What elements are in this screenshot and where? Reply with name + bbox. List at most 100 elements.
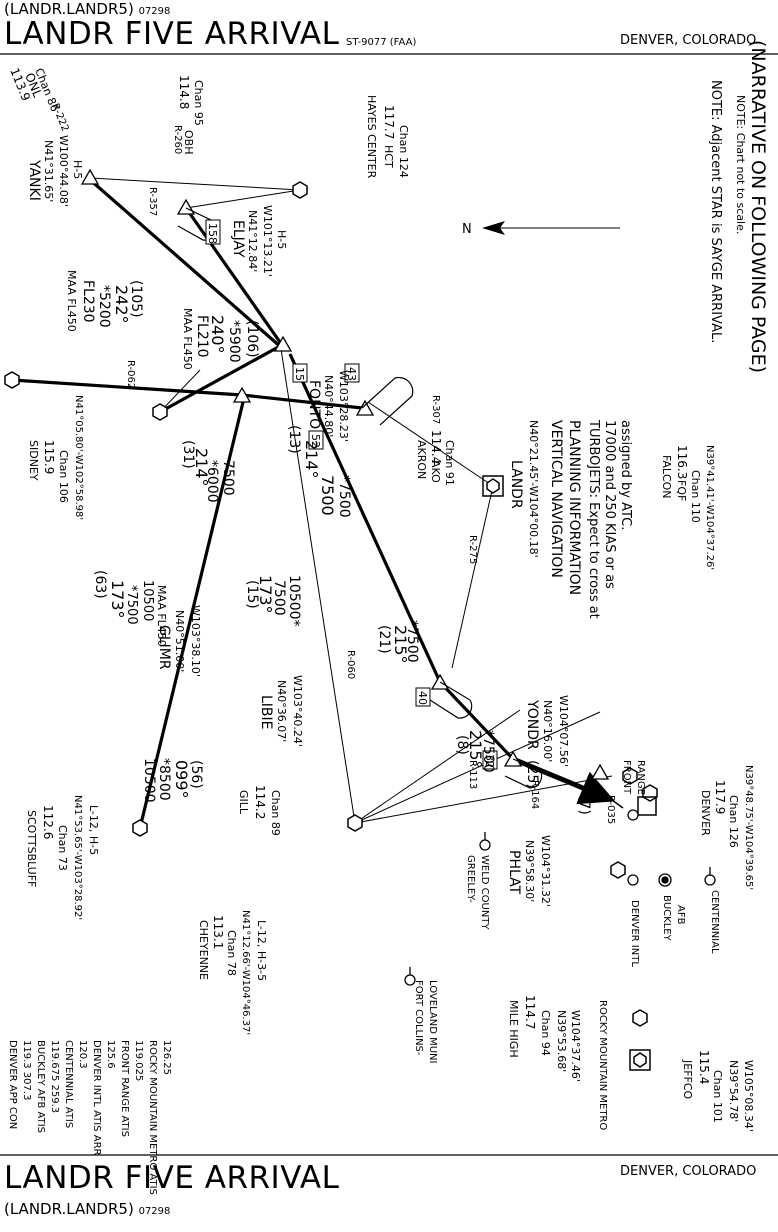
north-arrow-icon: N [462,221,620,237]
phlat-c1: N39°58.30' [523,840,536,902]
footer-code-number: 07298 [138,1206,171,1217]
radial-164: R-164 [529,780,540,809]
airport-symbols [404,809,716,986]
chart-title: LANDR FIVE ARRIVAL [4,16,340,52]
akron-chan: Chan 91 [443,440,456,486]
comm-line-7: 125.6 [105,1040,116,1069]
landr-seg-alt: *7500 [404,620,420,663]
milehigh-coord2: W104°37.46' [569,1010,582,1082]
landr-seg-dist: (21) [376,625,392,654]
jeffco-name: JEFFCO [681,1059,694,1100]
bff-seg-alt1: *7500 [124,585,139,625]
fonto-name: FONTO [306,380,322,429]
eljay-c2: W101°13.21' [261,205,274,277]
obh-chan: Chan 95 [192,80,205,126]
fonto-seg-crs: 214° [302,440,321,479]
gill-name: GILL [237,790,250,815]
libie-name: LIBIE [258,695,274,730]
phlat-name: PHLAT [506,850,522,895]
chart-number: ST-9077 (FAA) [346,37,417,48]
vnav-line-2: 17000 and 250 KIAS or as [602,420,617,589]
eljay-alt: *5900 [226,320,242,363]
vortac-boxes [482,475,657,1071]
sidney-chan: Chan 106 [57,450,70,503]
scottsbluff-name: SCOTTSBLUFF [25,810,38,887]
vor-symbols [4,181,658,1027]
comm-line-3: 119.675 259.3 [49,1040,60,1113]
yanki-alt: *5200 [96,285,112,328]
fonto-seg-alt1: 7500 [318,475,337,516]
hayes-id: HCT [382,145,395,168]
procedure-code-number: 07298 [138,6,171,17]
glimr-fix-icon [232,386,252,403]
rmm-box-icon [629,1049,651,1071]
falcon-chan: Chan 110 [689,470,702,523]
falcon-id: FQF [675,480,688,501]
falcon-coord: N39°41.41'-W104°37.26' [704,445,715,570]
milehigh-chan: Chan 94 [539,1010,552,1056]
sny-vor-icon [152,403,168,421]
glimr-c1: N40°51.00' [173,610,186,672]
glimr-seg-alt2: 10500* [286,575,302,627]
map-labels: NOTE: Adjacent STAR is SAYGE ARRIVAL.NOT… [7,40,769,1195]
north-label: N [462,222,472,237]
denver-coord: N39°48.75'-W104°39.65' [743,765,754,890]
hayes-name: HAYES CENTER [365,95,378,179]
cheyenne-chart: L-12, H-3-5 [255,920,268,981]
yanki-c1: N41°31.65' [42,140,55,202]
gill-chan: Chan 89 [269,790,282,836]
milehigh-freq: 114.7 [523,995,537,1029]
comm-line-11: 126.25 [161,1040,172,1075]
comm-line-0: DENVER APP CON [7,1040,18,1129]
denver-name: DENVER [699,790,712,836]
vnav-line-3: assigned by ATC. [618,420,633,530]
footer-location: DENVER, COLORADO [620,1164,757,1179]
akron-freq: 114.4 [429,430,443,464]
glimr-name: GLIMR [156,625,172,670]
buckley-name: BUCKLEY [661,895,672,942]
chart-location: DENVER, COLORADO [620,33,757,48]
sidney-seg-crs: 214° [192,448,211,487]
radial-275: R-275 [467,535,478,564]
comm-line-5: 120.3 [77,1040,88,1069]
fortcollins-name-2: LOVELAND MUNI [427,980,438,1063]
cys-seg-alt1: 10500 [141,758,157,803]
phlat-c2: W104°31.32' [539,835,552,907]
sidney-seg-alt2: 7500 [220,460,236,496]
holding-patterns [177,207,543,789]
denver-chan: Chan 126 [727,795,740,848]
footer-code-text: (LANDR.LANDR5) [4,1200,134,1218]
falcon-freq: 116.3 [675,445,689,479]
landr-name: LANDR [508,460,524,509]
comm-line-10: ROCKY MOUNTAIN METRO ATIS [147,1040,158,1195]
glimr-seg-alt1: 7500 [271,580,287,616]
final-dist-2: (7) [576,795,592,815]
rmm-name: ROCKY MOUNTAIN METRO [597,1000,608,1130]
yanki-c3: H-5 [71,160,84,179]
vnav-line-1: TURBOJETS: Expect to cross at [586,419,601,619]
landr-c1: N40°21.45'-W104°00.18' [527,420,540,558]
comm-line-8: FRONT RANGE ATIS [119,1040,130,1137]
eljay-maa: MAA FL450 [181,308,194,370]
radial-222: R-222 [49,102,70,133]
cheyenne-freq: 113.1 [211,915,225,949]
cheyenne-coord: N41°12.66'-W104°46.37' [240,910,251,1035]
svg-text:40: 40 [416,691,429,705]
bjc-vor-icon [632,1009,648,1027]
radial-062: R-062 [125,360,136,389]
fonto-c2: W103°28.23' [337,370,350,442]
yanki-dist: (105) [128,280,144,318]
footer-code: (LANDR.LANDR5) 07298 [4,1200,170,1218]
centennial-name: CENTENNIAL [709,890,720,954]
yanki-name: YANKI [26,159,42,201]
comm-line-2: BUCKLEY AFB ATIS [35,1040,46,1133]
glimr-seg-dist: (15) [244,580,260,609]
note-adjacent-star: NOTE: Adjacent STAR is SAYGE ARRIVAL. [708,80,723,343]
procedure-code-text: (LANDR.LANDR5) [4,0,134,18]
obh-freq: 114.8 [177,75,191,109]
glimr-c2: W103°38.10' [189,605,202,677]
scottsbluff-chart: L-12, H-5 [87,805,100,855]
yondr-seg-crs: 215° [466,730,485,769]
ako-box-icon [482,475,504,497]
